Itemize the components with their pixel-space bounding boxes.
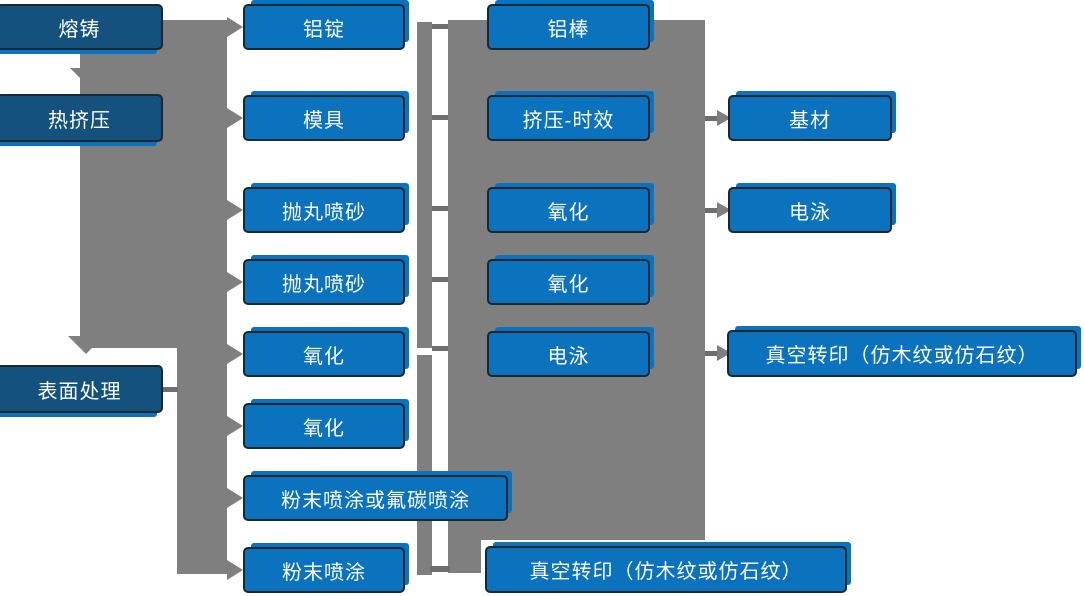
node-oxidation-c3-2: 氧化 [487, 259, 650, 305]
node-hot-extrusion-label: 热挤压 [48, 109, 111, 132]
arrowhead-electrophoresis4 [717, 202, 731, 218]
node-mold-label: 模具 [303, 109, 345, 132]
node-base-material: 基材 [728, 95, 892, 141]
node-extrusion-aging-label: 挤压-时效 [522, 109, 615, 132]
arrowhead-base-material [717, 110, 731, 126]
node-hot-extrusion: 热挤压 [0, 94, 163, 142]
arrowhead-down-hot-extrusion [70, 68, 106, 86]
node-shot-blasting-2-label: 抛丸喷砂 [282, 273, 366, 296]
stub-row1 [432, 24, 448, 29]
arrowhead-powder-coating [227, 560, 243, 580]
stub-surface-treatment [163, 387, 178, 392]
arrowhead-down-surface-treatment [68, 336, 104, 354]
node-oxidation-c3-2-label: 氧化 [547, 273, 590, 296]
connector-left-bus-lower [177, 348, 227, 574]
arrowhead-oxidation-c2-1 [227, 344, 243, 364]
node-extrusion-aging: 挤压-时效 [487, 95, 650, 141]
stub-row4 [432, 277, 448, 282]
node-vacuum-transfer-right: 真空转印（仿木纹或仿石纹） [727, 330, 1077, 377]
node-electrophoresis-c4: 电泳 [728, 187, 892, 233]
node-melting: 熔铸 [0, 4, 163, 50]
node-powder-or-fluorocarbon: 粉末喷涂或氟碳喷涂 [243, 475, 508, 521]
node-oxidation-c2-2-label: 氧化 [303, 417, 345, 440]
node-electrophoresis-c3-label: 电泳 [547, 345, 590, 368]
node-electrophoresis-c4-label: 电泳 [789, 201, 831, 224]
node-oxidation-c2-1-label: 氧化 [303, 345, 345, 368]
node-shot-blasting-2: 抛丸喷砂 [243, 259, 405, 305]
node-oxidation-c2-1: 氧化 [243, 331, 405, 377]
node-vacuum-transfer-right-label: 真空转印（仿木纹或仿石纹） [765, 345, 1039, 367]
stub-row5 [432, 346, 448, 351]
connector-mid-bus-upper [417, 22, 432, 348]
arrowhead-mold [227, 108, 243, 128]
node-aluminum-ingot: 铝锭 [243, 4, 405, 50]
stub-row2 [432, 115, 448, 120]
node-powder-or-fluorocarbon-label: 粉末喷涂或氟碳喷涂 [281, 489, 470, 512]
node-base-material-label: 基材 [789, 109, 831, 132]
node-oxidation-c2-2: 氧化 [243, 403, 405, 449]
stub-vacuum-bottom [430, 566, 450, 572]
arrowhead-aluminum-ingot [227, 17, 243, 37]
arrowhead-shot-blasting-2 [227, 272, 243, 292]
node-electrophoresis-c3: 电泳 [487, 331, 650, 377]
node-aluminum-rod: 铝棒 [487, 4, 650, 50]
stub-vacuum-right [705, 351, 719, 356]
arrowhead-powder-fluorocarbon [227, 488, 243, 508]
connector-mid-bus-lower [417, 355, 432, 575]
connector-panel-foot [448, 540, 481, 573]
stub-base-material [705, 116, 719, 121]
stub-electrophoresis4 [705, 208, 719, 213]
node-oxidation-c3-1: 氧化 [487, 187, 650, 233]
node-shot-blasting-1-label: 抛丸喷砂 [282, 201, 366, 224]
arrowhead-shot-blasting-1 [227, 200, 243, 220]
node-powder-coating: 粉末喷涂 [243, 547, 405, 593]
node-vacuum-transfer-bottom: 真空转印（仿木纹或仿石纹） [485, 546, 847, 593]
node-mold: 模具 [243, 95, 405, 141]
node-aluminum-ingot-label: 铝锭 [303, 18, 345, 41]
node-aluminum-rod-label: 铝棒 [547, 18, 590, 41]
node-surface-treatment: 表面处理 [0, 365, 163, 413]
node-surface-treatment-label: 表面处理 [37, 380, 122, 403]
arrowhead-oxidation-c2-2 [227, 416, 243, 436]
node-oxidation-c3-1-label: 氧化 [547, 201, 590, 224]
node-melting-label: 熔铸 [58, 18, 101, 41]
node-shot-blasting-1: 抛丸喷砂 [243, 187, 405, 233]
node-powder-coating-label: 粉末喷涂 [282, 561, 366, 584]
stub-row3 [432, 206, 448, 211]
node-vacuum-transfer-bottom-label: 真空转印（仿木纹或仿石纹） [529, 561, 803, 583]
